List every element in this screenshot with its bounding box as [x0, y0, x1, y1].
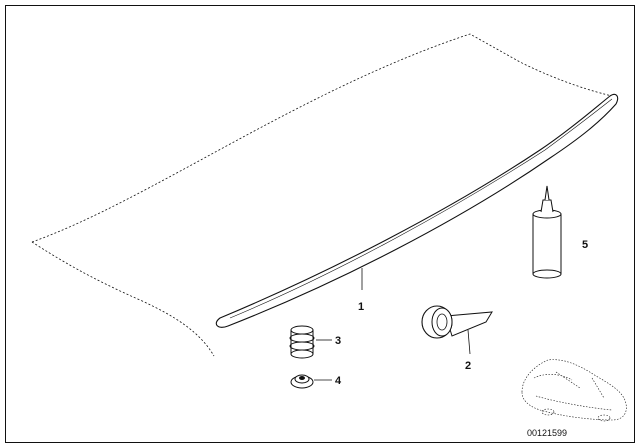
car-locator-thumbnail	[521, 359, 627, 422]
callout-4: 4	[335, 375, 342, 387]
adhesive-bottle	[532, 185, 562, 279]
image-code: 00121599	[527, 428, 567, 438]
callout-3: 3	[335, 335, 341, 347]
spoiler-strip	[215, 93, 619, 328]
callout-1: 1	[358, 301, 364, 313]
callout-5: 5	[582, 239, 588, 251]
adhesive-tape-roll	[421, 305, 493, 339]
leader-line-2	[467, 329, 471, 355]
diagram-border	[5, 5, 635, 443]
nut	[290, 374, 314, 389]
rubber-bump-stop	[289, 325, 315, 359]
callout-2: 2	[465, 360, 471, 372]
trunk-lid-outline	[31, 33, 613, 357]
